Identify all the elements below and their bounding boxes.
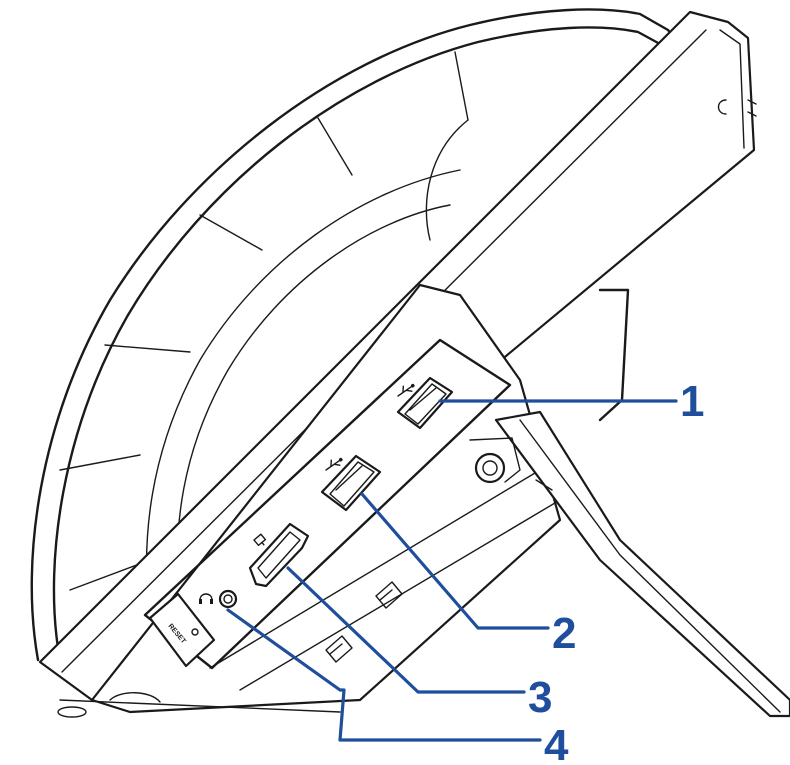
callout-number-2: 2	[552, 609, 576, 658]
usb-port-lower	[320, 454, 382, 512]
bottom-clips	[325, 581, 403, 663]
stand	[469, 288, 790, 718]
callout-line-4	[226, 608, 542, 742]
callout-number-4: 4	[544, 721, 569, 765]
callout-line-2	[360, 492, 550, 630]
callout-line-3	[286, 566, 526, 694]
usb-port-upper	[396, 376, 454, 430]
usb-icon	[325, 457, 343, 471]
headset-icon	[199, 593, 213, 604]
reset-panel: RESET	[148, 592, 216, 668]
base-housing	[57, 283, 562, 718]
callout-number-3: 3	[528, 673, 552, 722]
headset-jack	[218, 589, 238, 609]
callout-number-1: 1	[680, 377, 704, 426]
display-icon	[253, 533, 267, 547]
callout-lines	[226, 399, 678, 742]
callout-labels: 1 2 3 4	[528, 377, 704, 765]
usb-icon	[397, 383, 415, 397]
hdmi-port	[248, 522, 310, 588]
